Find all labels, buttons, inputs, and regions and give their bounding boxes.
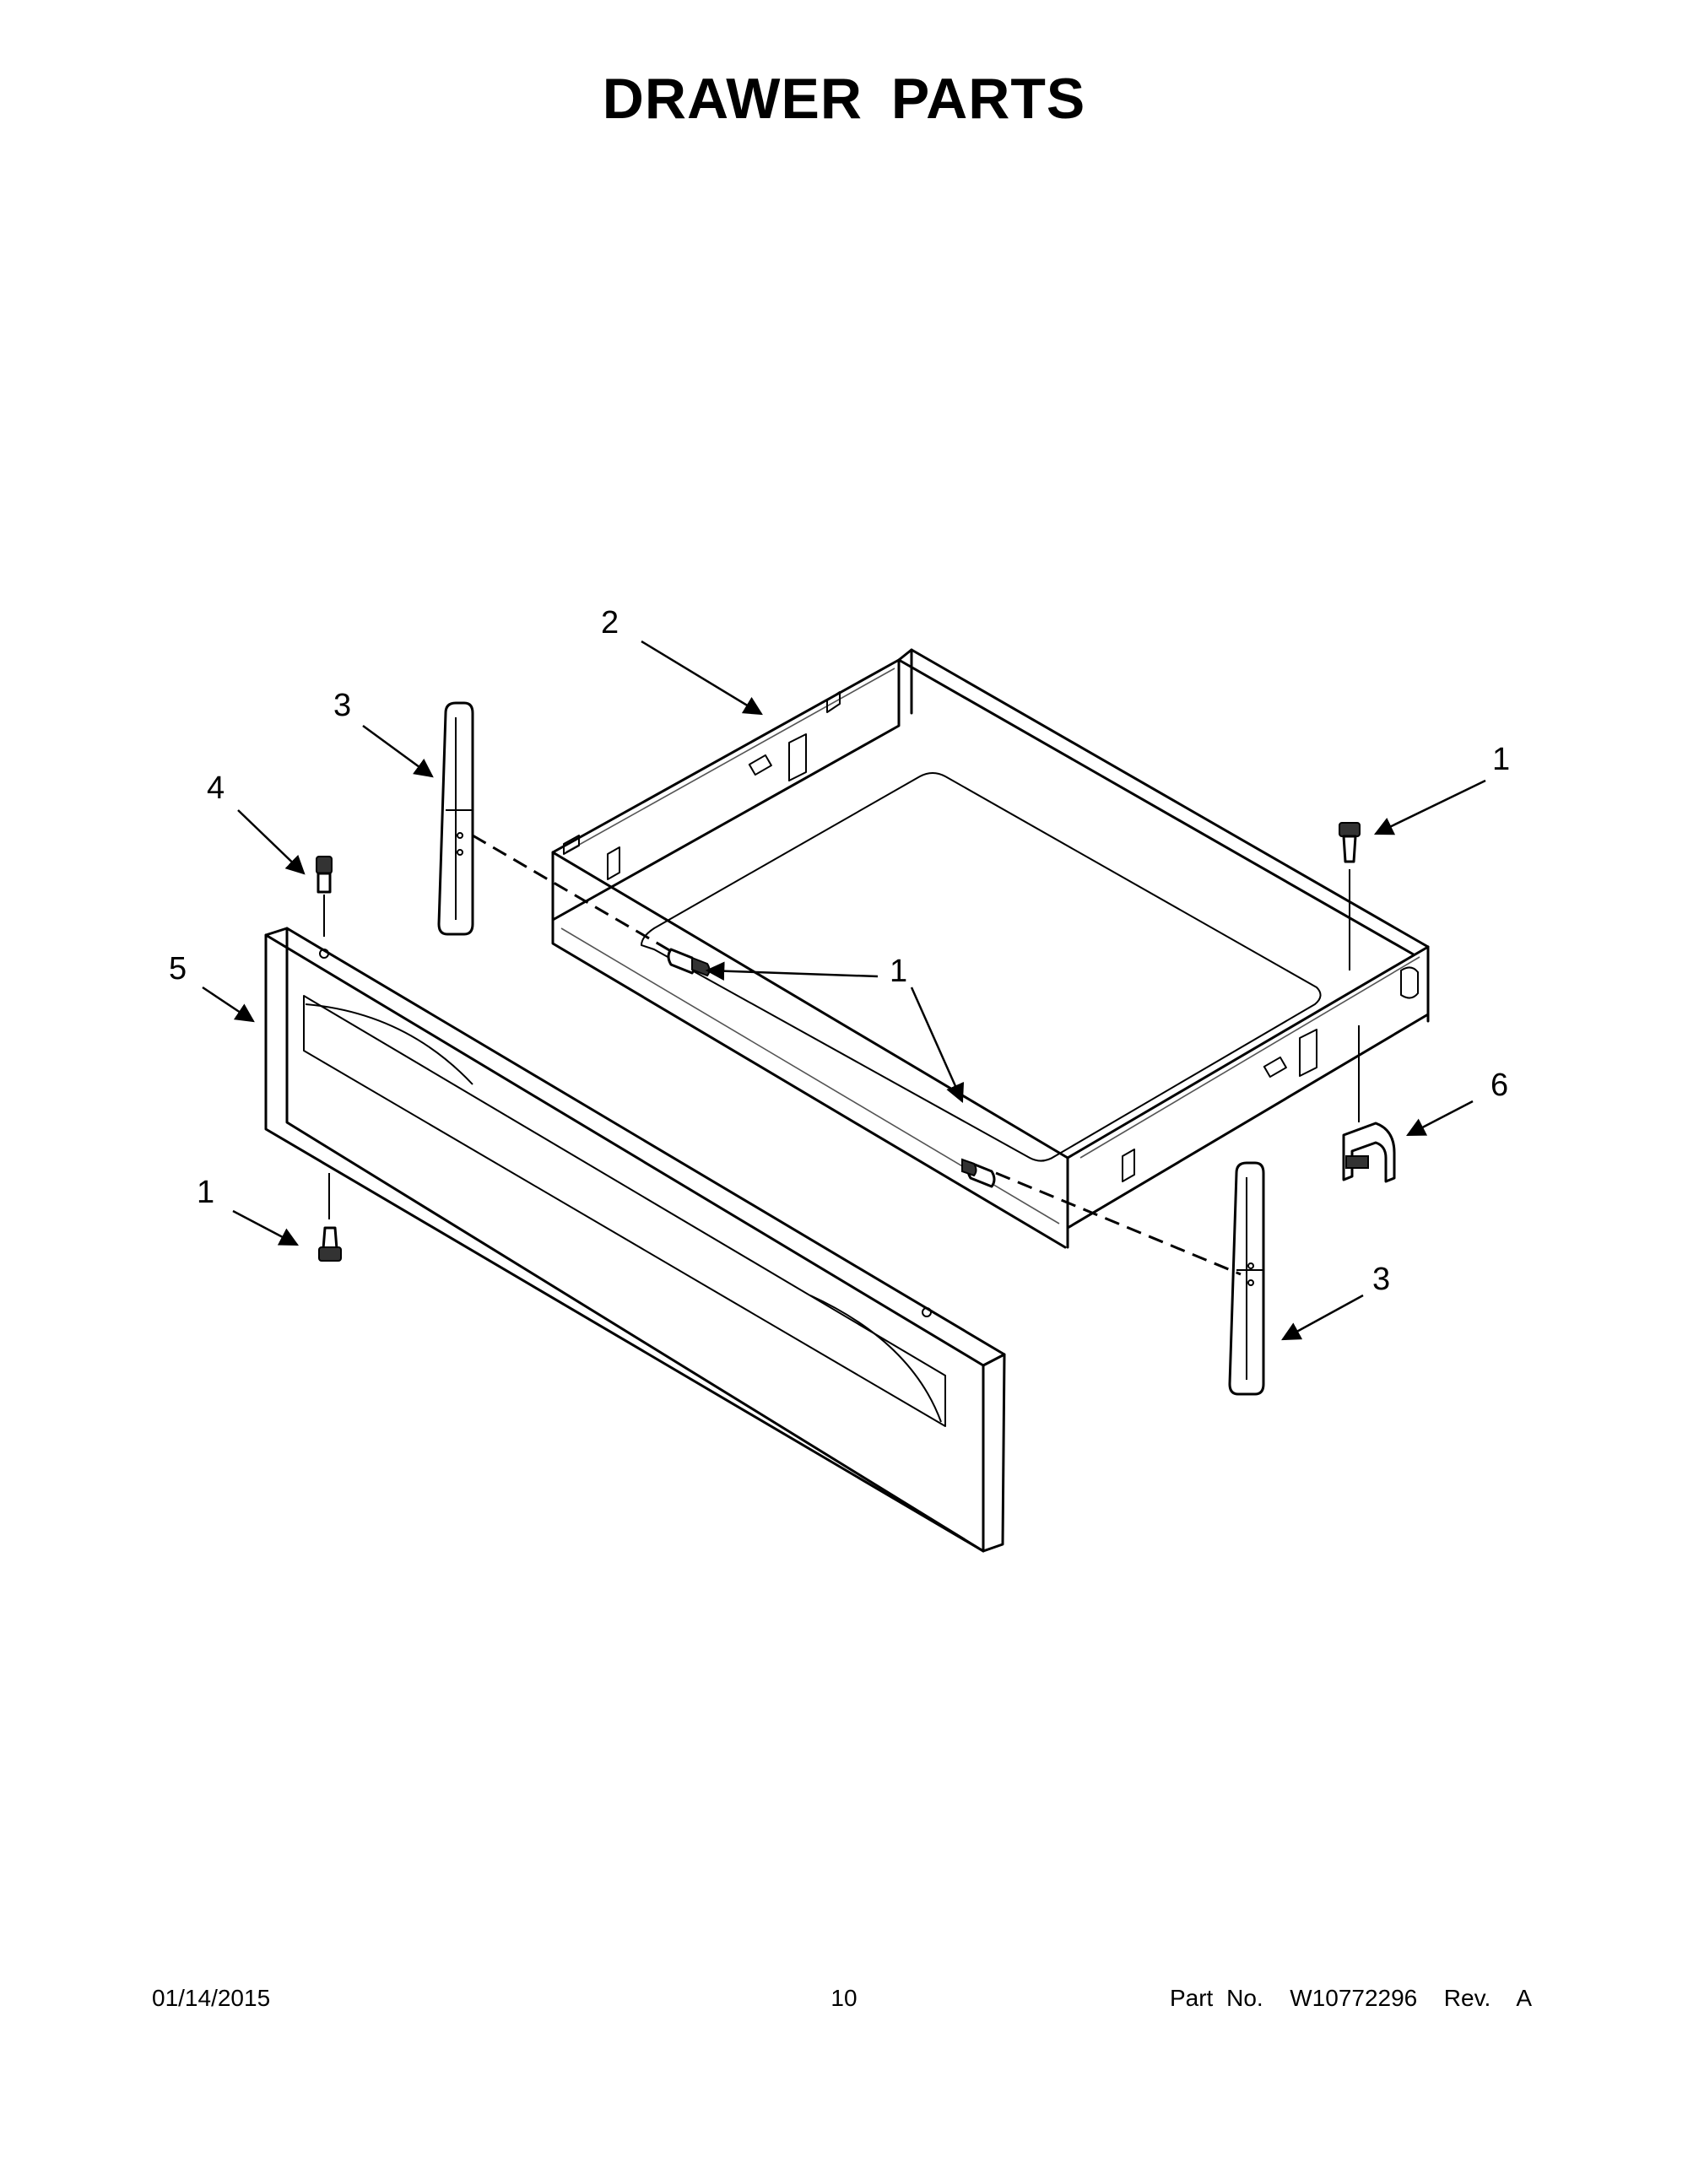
footer-page-number: 10 <box>830 1985 858 2011</box>
drawer-glide-left <box>437 701 474 936</box>
footer-date: 01/14/2015 <box>152 1985 271 2011</box>
callout-clip: 6 <box>1491 1068 1508 1103</box>
callout-drawer-front: 5 <box>169 951 187 987</box>
drawer-front <box>264 927 1006 1553</box>
callout-screw-center: 1 <box>890 954 907 989</box>
footer-part-number: Part No. W10772296 Rev. A <box>1169 1985 1532 2011</box>
drawer-glide-right <box>1228 1161 1265 1396</box>
callout-stud: 4 <box>207 770 225 806</box>
screw-center-top <box>667 948 711 977</box>
callout-glide-right: 3 <box>1372 1262 1390 1297</box>
drawer-clip <box>1342 1025 1396 1183</box>
screw-front-bottom <box>318 1173 342 1262</box>
screw-right-top <box>1339 822 1361 970</box>
callout-screw-right-top: 1 <box>1492 742 1510 777</box>
screw-center-bottom <box>961 1158 996 1188</box>
stud <box>316 856 333 937</box>
callout-drawer-liner: 2 <box>601 605 619 641</box>
callout-glide-left: 3 <box>333 688 351 723</box>
alignment-line-left <box>472 834 676 955</box>
page-title: DRAWER PARTS <box>602 67 1086 131</box>
drawer-liner <box>551 648 1430 1249</box>
alignment-line-right <box>995 1171 1242 1276</box>
callout-screw-front-bottom: 1 <box>197 1175 214 1210</box>
